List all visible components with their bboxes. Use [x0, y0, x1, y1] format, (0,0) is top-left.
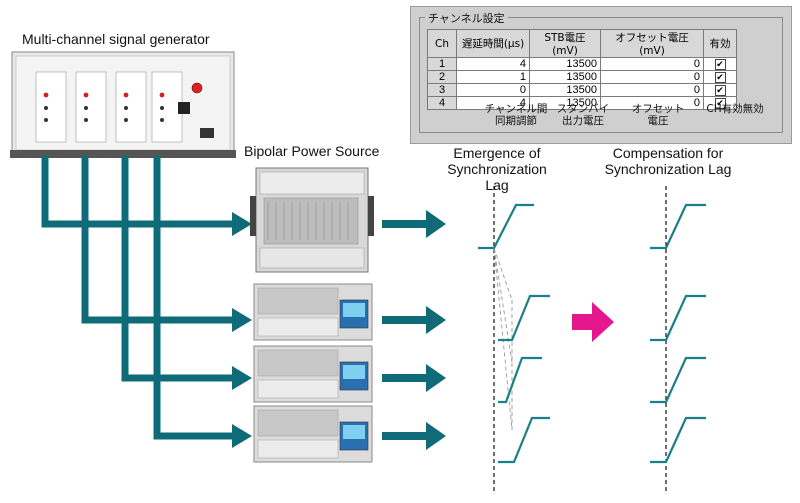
caption-sync-line1: チャンネル間 — [484, 103, 548, 115]
cell-delay[interactable]: 1 — [456, 70, 530, 84]
compensation-label-line2: Synchronization Lag — [604, 161, 732, 177]
caption-standby-line2: 出力電圧 — [562, 115, 604, 127]
caption-sync-line2: 同期調節 — [495, 115, 537, 127]
bipolar-power-unit-1 — [250, 167, 374, 273]
bipolar-power-unit-2 — [253, 283, 373, 341]
channel-settings-panel: チャンネル設定 Ch 遅延時間(μs) STB電圧(mV) オフセット電圧(mV… — [410, 6, 792, 144]
compensation-arrow — [572, 302, 614, 342]
cell-offset[interactable]: 0 — [600, 70, 704, 84]
panel-title: チャンネル設定 — [425, 10, 508, 26]
checkbox-icon[interactable]: ✔ — [714, 85, 726, 96]
cell-delay[interactable]: 4 — [456, 96, 530, 110]
table-row: 3 0 13500 0 ✔ — [427, 83, 737, 97]
emergence-label-line2: Synchronization Lag — [447, 161, 547, 193]
power-source-label: Bipolar Power Source — [244, 143, 380, 159]
col-enabled: 有効 — [703, 29, 737, 58]
bipolar-power-unit-3 — [253, 345, 373, 403]
caption-sync: チャンネル間 同期調節 — [471, 103, 561, 127]
cell-offset[interactable]: 0 — [600, 57, 704, 71]
col-ch: Ch — [427, 29, 457, 58]
cell-ch: 4 — [427, 96, 457, 110]
cell-stb[interactable]: 13500 — [529, 57, 601, 71]
caption-standby-line1: スタンバイ — [556, 103, 610, 115]
table-row: 4 4 13500 0 ✔ — [427, 96, 737, 110]
checkbox-icon[interactable]: ✔ — [714, 72, 726, 83]
table-row: 1 4 13500 0 ✔ — [427, 57, 737, 71]
cell-enabled[interactable]: ✔ — [703, 70, 737, 84]
panel-frame — [419, 17, 783, 133]
table-row: 2 1 13500 0 ✔ — [427, 70, 737, 84]
compensation-label-line1: Compensation for — [612, 145, 724, 161]
emergence-waveforms — [478, 203, 550, 464]
checkbox-icon[interactable]: ✔ — [714, 98, 726, 109]
cell-ch: 3 — [427, 83, 457, 97]
output-arrows — [382, 210, 446, 450]
emergence-label: Emergence of Synchronization Lag — [436, 145, 558, 193]
cell-stb[interactable]: 13500 — [529, 83, 601, 97]
signal-cables — [41, 156, 232, 440]
caption-offset: オフセット 電圧 — [623, 103, 693, 127]
caption-standby: スタンバイ 出力電圧 — [543, 103, 623, 127]
cell-delay[interactable]: 0 — [456, 83, 530, 97]
cell-stb[interactable]: 13500 — [529, 70, 601, 84]
col-delay: 遅延時間(μs) — [456, 29, 530, 58]
generator-label: Multi-channel signal generator — [22, 31, 210, 47]
cell-enabled[interactable]: ✔ — [703, 96, 737, 110]
col-offset: オフセット電圧(mV) — [600, 29, 704, 58]
cell-enabled[interactable]: ✔ — [703, 83, 737, 97]
bipolar-power-unit-4 — [253, 405, 373, 463]
caption-offset-line2: 電圧 — [647, 115, 669, 127]
col-stb: STB電圧(mV) — [529, 29, 601, 58]
cell-delay[interactable]: 4 — [456, 57, 530, 71]
cell-offset[interactable]: 0 — [600, 83, 704, 97]
channel-table: Ch 遅延時間(μs) STB電圧(mV) オフセット電圧(mV) 有効 1 4… — [427, 29, 737, 110]
caption-ch-enable: CH有効無効 — [693, 103, 777, 115]
cell-enabled[interactable]: ✔ — [703, 57, 737, 71]
checkbox-icon[interactable]: ✔ — [714, 59, 726, 70]
compensation-label: Compensation for Synchronization Lag — [600, 145, 736, 177]
emergence-label-line1: Emergence of — [453, 145, 541, 161]
cell-stb[interactable]: 13500 — [529, 96, 601, 110]
caption-ch-enable-line1: CH有効無効 — [706, 103, 764, 115]
cell-ch: 1 — [427, 57, 457, 71]
cell-ch: 2 — [427, 70, 457, 84]
compensation-waveforms — [650, 203, 706, 464]
caption-offset-line1: オフセット — [631, 103, 685, 115]
signal-generator-device — [10, 51, 236, 158]
